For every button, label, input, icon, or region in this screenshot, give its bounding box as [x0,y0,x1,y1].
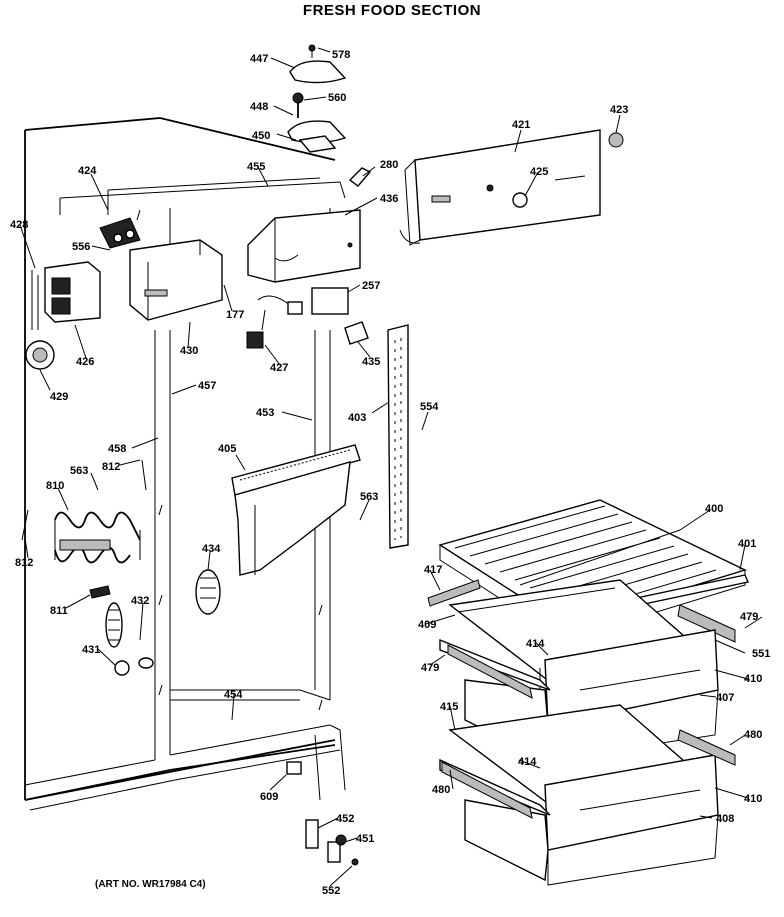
label-451: 451 [356,833,374,845]
light-housing-430 [99,217,223,321]
label-428: 428 [10,219,28,231]
hinge-cover-assembly [287,44,347,153]
label-405: 405 [218,443,236,455]
part-labels: 447 578 560 448 450 421 423 280 425 455 … [10,49,770,897]
cabinet-liner [24,117,346,811]
label-458: 458 [108,443,126,455]
label-455: 455 [247,161,265,173]
label-408: 408 [716,813,734,825]
label-415: 415 [440,701,458,713]
duct-405 [231,444,361,576]
label-563b: 563 [360,491,378,503]
label-257: 257 [362,280,380,292]
label-454: 454 [224,689,243,701]
label-810: 810 [46,480,64,492]
label-425: 425 [530,166,548,178]
label-447: 447 [250,53,268,65]
label-609: 609 [260,791,278,803]
label-423: 423 [610,104,628,116]
heater-810 [21,459,147,599]
label-811: 811 [50,605,68,617]
label-560: 560 [328,92,346,104]
label-432: 432 [131,595,149,607]
label-578: 578 [332,49,350,61]
label-426: 426 [76,356,94,368]
label-479: 479 [740,611,758,623]
label-410: 410 [744,673,762,685]
label-430: 430 [180,345,198,357]
label-812: 812 [102,461,120,473]
label-434: 434 [202,543,221,555]
label-453: 453 [256,407,274,419]
label-480: 480 [744,729,762,741]
label-280: 280 [380,159,398,171]
leader-lines [19,47,763,887]
label-414: 414 [526,638,545,650]
label-424: 424 [78,165,97,177]
label-400: 400 [705,503,723,515]
label-480b: 480 [432,784,450,796]
label-552: 552 [322,885,340,897]
label-431: 431 [82,644,100,656]
label-435: 435 [362,356,380,368]
diagram-title: FRESH FOOD SECTION [302,2,482,19]
label-450: 450 [252,130,270,142]
label-436: 436 [380,193,398,205]
label-177: 177 [226,309,244,321]
art-number: (ART NO. WR17984 C4) [95,879,206,890]
thermostat-257 [246,287,369,349]
label-427: 427 [270,362,288,374]
air-duct-436 [247,209,361,283]
label-429: 429 [50,391,68,403]
control-housing-421 [348,129,624,246]
label-556: 556 [72,241,90,253]
label-812b: 812 [15,557,33,569]
label-448: 448 [250,101,268,113]
label-554: 554 [420,401,439,413]
label-421: 421 [512,119,530,131]
label-551: 551 [752,648,770,660]
label-457: 457 [198,380,216,392]
label-409: 409 [418,619,436,631]
label-452: 452 [336,813,354,825]
crisper-408 [439,704,736,886]
label-417: 417 [424,564,442,576]
label-407: 407 [716,692,734,704]
label-410b: 410 [744,793,762,805]
label-563: 563 [70,465,88,477]
label-479b: 479 [421,662,439,674]
label-401: 401 [738,538,756,550]
drain-parts [105,569,302,775]
label-414b: 414 [518,756,537,768]
label-403: 403 [348,412,366,424]
light-shield-426 [25,261,101,370]
crisper-407 [439,579,719,762]
bottom-hinge-452 [305,819,359,866]
shelf-ladder-403 [387,324,409,549]
